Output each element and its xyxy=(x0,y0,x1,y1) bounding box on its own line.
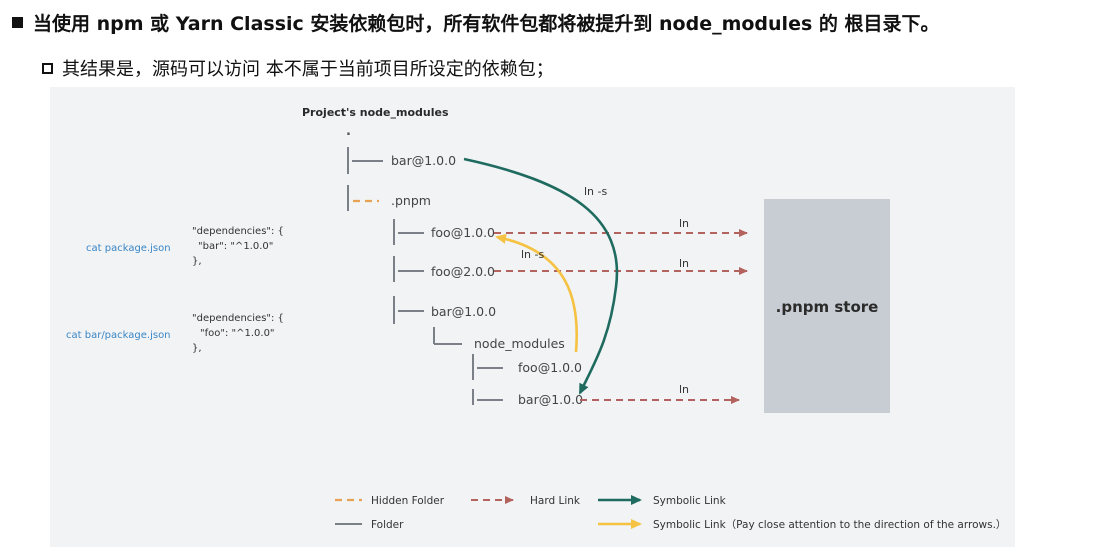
ln-label-3: ln xyxy=(679,383,689,396)
sub-heading: 其结果是，源码可以访问 本不属于当前项目所设定的依赖包； xyxy=(42,55,554,81)
tree-bar-inner: bar@1.0.0 xyxy=(431,304,496,319)
diagram-canvas: Project's node_modules . xyxy=(66,106,1006,531)
legend-symbolic-link: Symbolic Link xyxy=(653,495,727,507)
legend-symbolic-link-note: Symbolic Link（Pay close attention to the… xyxy=(653,519,1006,531)
legend: Hidden Folder Hard Link Symbolic Link Fo… xyxy=(335,495,1006,531)
legend-hidden-folder: Hidden Folder xyxy=(371,495,445,507)
tree-nm-bar: bar@1.0.0 xyxy=(518,392,583,407)
legend-hard-link: Hard Link xyxy=(530,495,581,507)
dep2-line2: "foo": "^1.0.0" xyxy=(200,328,275,339)
dep2-line1: "dependencies": { xyxy=(192,313,284,324)
tree-node-modules: node_modules xyxy=(474,336,565,351)
pnpm-store-label: .pnpm store xyxy=(776,298,879,316)
dep1-line1: "dependencies": { xyxy=(192,226,284,237)
diagram-title: Project's node_modules xyxy=(302,106,449,119)
tree-foo2: foo@2.0.0 xyxy=(431,264,495,279)
dep1-line2: "bar": "^1.0.0" xyxy=(198,241,273,252)
ln-s-label-top: ln -s xyxy=(584,185,607,198)
sub-heading-text: 其结果是，源码可以访问 本不属于当前项目所设定的依赖包； xyxy=(62,59,554,80)
symlink-green xyxy=(463,157,619,395)
legend-folder: Folder xyxy=(371,519,404,531)
hollow-square-bullet-icon xyxy=(42,63,53,74)
pnpm-diagram: Project's node_modules . xyxy=(50,87,1015,547)
cmd-bar-package-json: cat bar/package.json xyxy=(66,330,171,341)
tree-bar-top: bar@1.0.0 xyxy=(391,153,456,168)
symlink-yellow xyxy=(495,233,579,353)
tree-foo1: foo@1.0.0 xyxy=(431,225,495,240)
dep2-line3: }, xyxy=(192,343,202,354)
square-bullet-icon xyxy=(12,17,23,28)
tree-lines xyxy=(347,147,503,405)
main-heading: 当使用 npm 或 Yarn Classic 安装依赖包时，所有软件包都将被提升… xyxy=(12,9,940,36)
tree-nm-foo: foo@1.0.0 xyxy=(518,360,582,375)
cmd-package-json: cat package.json xyxy=(86,243,171,254)
dep1-line3: }, xyxy=(192,256,202,267)
ln-s-label-mid: ln -s xyxy=(521,248,544,261)
pnpm-store-box xyxy=(764,199,890,413)
root-dot: . xyxy=(346,124,351,139)
tree-pnpm: .pnpm xyxy=(391,193,431,208)
main-heading-text: 当使用 npm 或 Yarn Classic 安装依赖包时，所有软件包都将被提升… xyxy=(33,13,940,35)
ln-label-1: ln xyxy=(679,217,689,230)
ln-label-2: ln xyxy=(679,257,689,270)
